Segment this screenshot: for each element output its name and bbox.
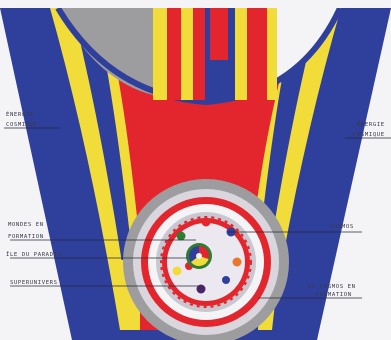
label-21-cosmos: 21 COSMOS EN bbox=[308, 284, 356, 290]
label-cosmos: COSMOS bbox=[330, 224, 354, 230]
label-mondes-2: FORMATION bbox=[8, 234, 44, 240]
label-energie-left: ÉNERGIE bbox=[6, 110, 34, 118]
label-ile-paradis: ÎLE DU PARADIS bbox=[6, 251, 62, 258]
world-dot bbox=[233, 258, 242, 267]
label-21-cosmos-2: FORMATION bbox=[316, 292, 352, 298]
paradise-island bbox=[186, 243, 212, 269]
label-mondes: MONDES EN bbox=[8, 222, 44, 228]
cosmos-circle bbox=[123, 179, 289, 340]
label-superunivers: SUPERUNIVERS bbox=[10, 280, 58, 286]
label-energie-left-2: COSMIQUE bbox=[6, 122, 38, 128]
world-dot bbox=[177, 232, 186, 241]
world-dot bbox=[173, 267, 182, 276]
label-energie-right: ÉNERGIE bbox=[357, 120, 385, 128]
world-dot bbox=[202, 218, 211, 227]
world-dot bbox=[222, 276, 230, 284]
label-energie-right-2: COSMIQUE bbox=[353, 132, 385, 138]
